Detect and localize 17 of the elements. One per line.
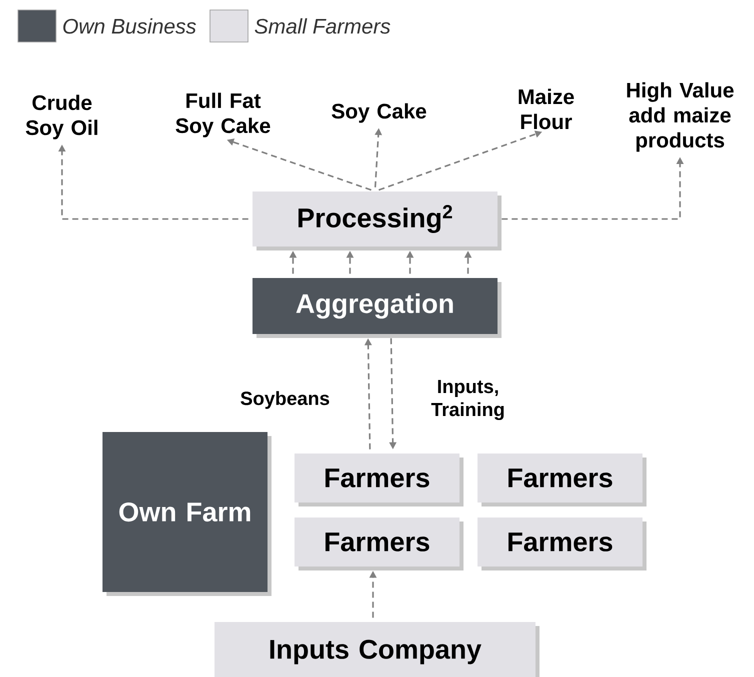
output-label: Maize Flour <box>518 88 574 130</box>
farmer-box: Farmers <box>294 518 464 570</box>
company-box: Inputs Company <box>214 622 540 677</box>
legend-label: Small Farmers <box>254 18 390 34</box>
farmer-box: Farmers <box>478 454 646 506</box>
output-label: Crude Soy Oil <box>26 94 98 140</box>
process-box: Aggregation <box>252 278 502 338</box>
process-box: Processing$^{2}$ <box>252 192 502 250</box>
farmer-box: Farmers <box>294 454 464 506</box>
farmer-box: Farmers <box>478 518 646 570</box>
output-label: High Value add maize products <box>627 82 734 152</box>
output-label: Soy Cake <box>332 103 426 123</box>
edge-label: Inputs, Training <box>431 380 504 420</box>
output-label: Full Fat Soy Cake <box>176 92 270 138</box>
edge-label: Soybeans <box>240 391 330 409</box>
legend-label: Own Business <box>63 18 196 34</box>
farm-box: Own Farm <box>102 432 272 596</box>
